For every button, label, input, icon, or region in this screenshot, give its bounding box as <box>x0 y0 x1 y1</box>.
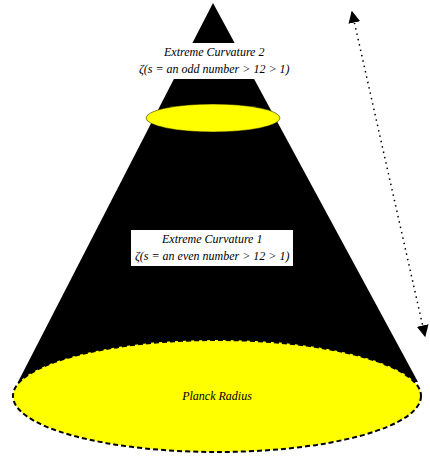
cone-body <box>18 3 418 382</box>
node-heading: Extreme Curvature 1 <box>135 231 289 248</box>
curvature-label: Extreme Curvature 2ζ(s = an odd number >… <box>135 43 293 79</box>
dotted-arrow <box>352 12 425 336</box>
node-formula: ζ(s = an even number > 12 > 1) <box>135 248 289 265</box>
node-heading: Extreme Curvature 2 <box>139 44 289 61</box>
curvature-label: Extreme Curvature 1ζ(s = an even number … <box>131 230 293 266</box>
planck-ellipse: Planck Radius <box>11 338 423 454</box>
node-heading: Planck Radius <box>182 388 252 405</box>
small-ellipse <box>146 104 280 132</box>
node-formula: ζ(s = an odd number > 12 > 1) <box>139 61 289 78</box>
